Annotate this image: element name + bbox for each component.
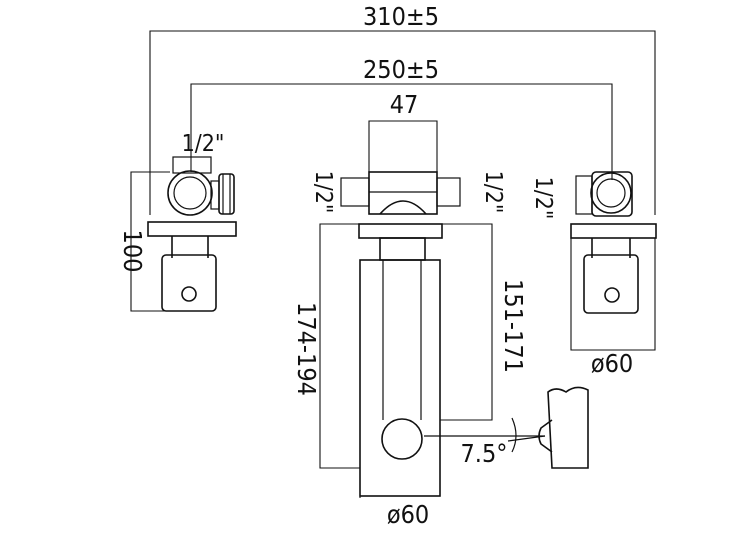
right-valve-thread-label: 1/2" [530, 177, 556, 220]
spout: 47 1/2" 1/2" 174-194 151-171 ø60 [292, 90, 528, 529]
dim-valve-height-label: 100 [118, 230, 147, 273]
dim-spout-diameter-label: ø60 [387, 500, 429, 529]
dim-spout-block-label: 47 [390, 90, 419, 119]
dim-spout-angle-label: 7.5° [461, 439, 508, 468]
left-valve: 1/2" 100 [118, 131, 237, 312]
dim-overall-width-label: 310±5 [363, 2, 439, 31]
spout-thread-right-label: 1/2" [480, 171, 506, 214]
dim-handle-spacing-label: 250±5 [363, 55, 439, 84]
dim-spout-height-right-label: 151-171 [499, 279, 528, 373]
dim-overall-width: 310±5 [149, 2, 656, 215]
dim-valve-diameter-label: ø60 [591, 349, 633, 378]
dim-handle-spacing: 250±5 [190, 55, 613, 180]
spout-thread-left-label: 1/2" [310, 171, 336, 214]
spout-angle-detail: 7.5° [424, 386, 589, 469]
dim-spout-height-left-label: 174-194 [292, 302, 321, 396]
left-valve-thread-label: 1/2" [182, 131, 225, 157]
right-valve: 1/2" ø60 [530, 171, 657, 378]
